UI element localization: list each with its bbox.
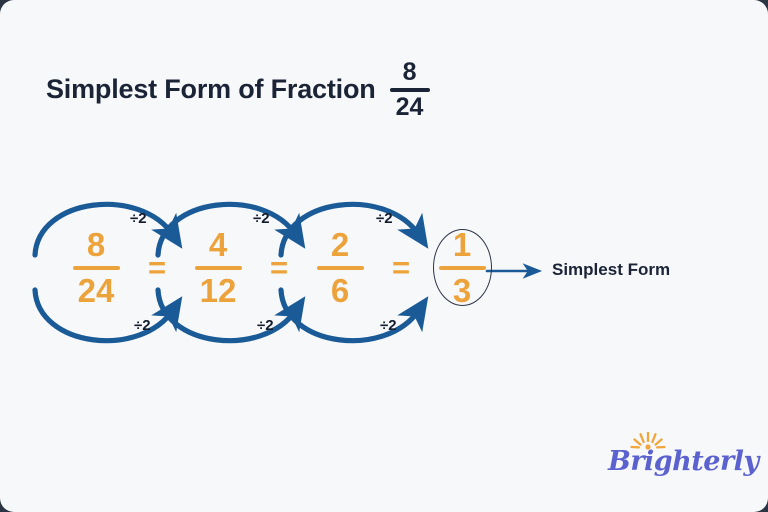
fraction-2-denominator: 12	[199, 272, 237, 309]
equals-sign-2: =	[269, 250, 289, 285]
top-arrow-1	[32, 201, 183, 258]
fraction-4-simplest: 1 3	[426, 228, 498, 307]
bottom-arrow-2	[155, 287, 306, 344]
page-title: Simplest Form of Fraction 8 24	[46, 58, 430, 120]
equals-sign-1: =	[147, 250, 167, 285]
divide-label-top-2: ÷2	[253, 210, 270, 227]
fraction-1-bar	[72, 266, 120, 270]
divide-label-top-1: ÷2	[130, 210, 147, 227]
equals-sign-3: =	[391, 250, 411, 285]
title-fraction-denominator: 24	[395, 93, 424, 121]
logo-sunburst-icon	[630, 430, 666, 450]
fraction-chain: 8 24 = 4 12 = 2 6 = 1 3	[60, 228, 498, 307]
brighterly-logo: Brighterly	[608, 430, 759, 484]
title-fraction-bar	[389, 88, 430, 92]
highlight-ellipse	[432, 229, 492, 306]
fraction-2: 4 12	[182, 228, 254, 307]
fraction-3-denominator: 6	[330, 272, 350, 309]
divide-label-top-3: ÷2	[376, 210, 393, 227]
divide-label-bottom-1: ÷2	[134, 317, 151, 334]
fraction-3-bar	[316, 266, 364, 270]
fraction-3-numerator: 2	[330, 226, 350, 263]
fraction-1-denominator: 24	[77, 272, 115, 309]
fraction-3: 2 6	[304, 228, 376, 307]
divide-label-bottom-2: ÷2	[257, 317, 274, 334]
arrows-layer	[32, 201, 543, 344]
top-arrow-2	[155, 201, 306, 258]
fraction-2-numerator: 4	[208, 226, 228, 263]
simplest-form-label: Simplest Form	[552, 260, 671, 279]
top-divide-arrows	[32, 201, 429, 258]
title-fraction-numerator: 8	[402, 58, 417, 86]
top-arrow-3	[278, 201, 429, 258]
bottom-arrow-3	[278, 287, 429, 344]
fraction-1: 8 24	[60, 228, 132, 307]
fraction-2-bar	[194, 266, 242, 270]
title-fraction: 8 24	[389, 58, 430, 121]
title-text: Simplest Form of Fraction	[46, 73, 376, 104]
bottom-arrow-1	[32, 287, 183, 344]
logo-wordmark: Brighterly	[608, 446, 759, 477]
simplification-diagram: ÷2 ÷2 ÷2 ÷2 ÷2 ÷2 8 24 = 4 12 = 2 6	[0, 180, 768, 365]
bottom-divide-arrows	[32, 287, 429, 344]
divide-label-bottom-3: ÷2	[380, 317, 397, 334]
fraction-1-numerator: 8	[86, 226, 106, 263]
